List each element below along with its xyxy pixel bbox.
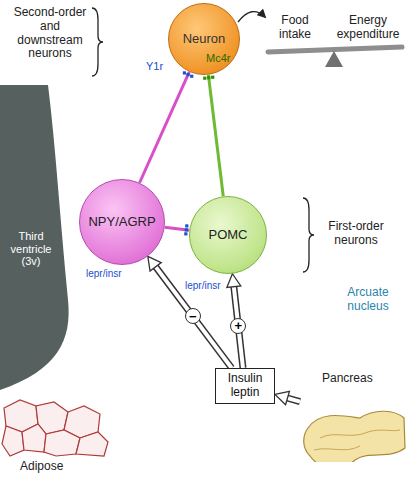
receptor: [211, 76, 214, 79]
node-text: NPY/AGRP: [88, 215, 155, 230]
arrowhead: [275, 391, 289, 404]
text-label: Y1r: [146, 60, 163, 73]
adipose: Adipose: [0, 398, 112, 479]
axon: [140, 72, 190, 183]
pomc-neuron: POMC: [189, 196, 267, 274]
node-text: Neuron: [183, 32, 226, 47]
neuron-circle: Neuron: [168, 3, 240, 75]
text-label: First-order neurons: [318, 220, 394, 248]
text-label: Food intake: [270, 14, 320, 42]
connector: [203, 75, 223, 197]
organ-illustration: [300, 372, 406, 462]
output-arrow: [238, 12, 265, 22]
connector: [140, 71, 194, 182]
node-text: Pancreas: [322, 372, 402, 386]
balance-beam: [268, 47, 402, 52]
receptor: [185, 228, 188, 231]
node-text: Arcuate nucleus: [332, 286, 404, 314]
text-label: lepr/insr: [86, 268, 122, 280]
receptor: [183, 71, 186, 74]
edge-sign: +: [230, 318, 246, 334]
pancreas: Pancreas: [300, 372, 406, 462]
connector: [148, 256, 232, 368]
npy-agrp-neuron: NPY/AGRP: [79, 179, 165, 265]
text-label: Energy expenditure: [330, 14, 406, 42]
third-ventricle: Third ventricle (3v): [0, 80, 80, 400]
arrow-body: [154, 264, 232, 368]
organ-drawing: [304, 411, 405, 462]
bracket: [303, 198, 314, 272]
node-text: POMC: [209, 228, 248, 243]
axon: [208, 75, 223, 197]
connector: [275, 391, 300, 404]
text-label: Mc4r: [206, 52, 230, 65]
text-label: Second-order and downstream neurons: [10, 6, 90, 61]
arrow-outline: [154, 264, 232, 368]
node-text: Adipose: [20, 460, 90, 474]
text-label: lepr/insr: [185, 280, 221, 292]
insulin-leptin-box: Insulin leptin: [215, 368, 275, 404]
organ-drawing: [2, 400, 108, 456]
region-outline: [54, 112, 410, 338]
node-text: Insulin leptin: [222, 372, 268, 400]
receptor: [203, 77, 206, 80]
bracket: [92, 8, 103, 76]
arrowhead: [227, 274, 241, 288]
edge-sign: −: [185, 308, 201, 324]
receptor: [207, 76, 210, 79]
receptor: [184, 232, 187, 235]
balance-fulcrum: [325, 51, 343, 67]
connector: [165, 224, 190, 235]
receptor: [186, 73, 189, 76]
arrowhead: [148, 256, 161, 271]
receptor: [185, 224, 188, 227]
receptor: [190, 75, 193, 78]
node-text: Third ventricle (3v): [3, 230, 59, 268]
region-outline: [0, 85, 69, 390]
